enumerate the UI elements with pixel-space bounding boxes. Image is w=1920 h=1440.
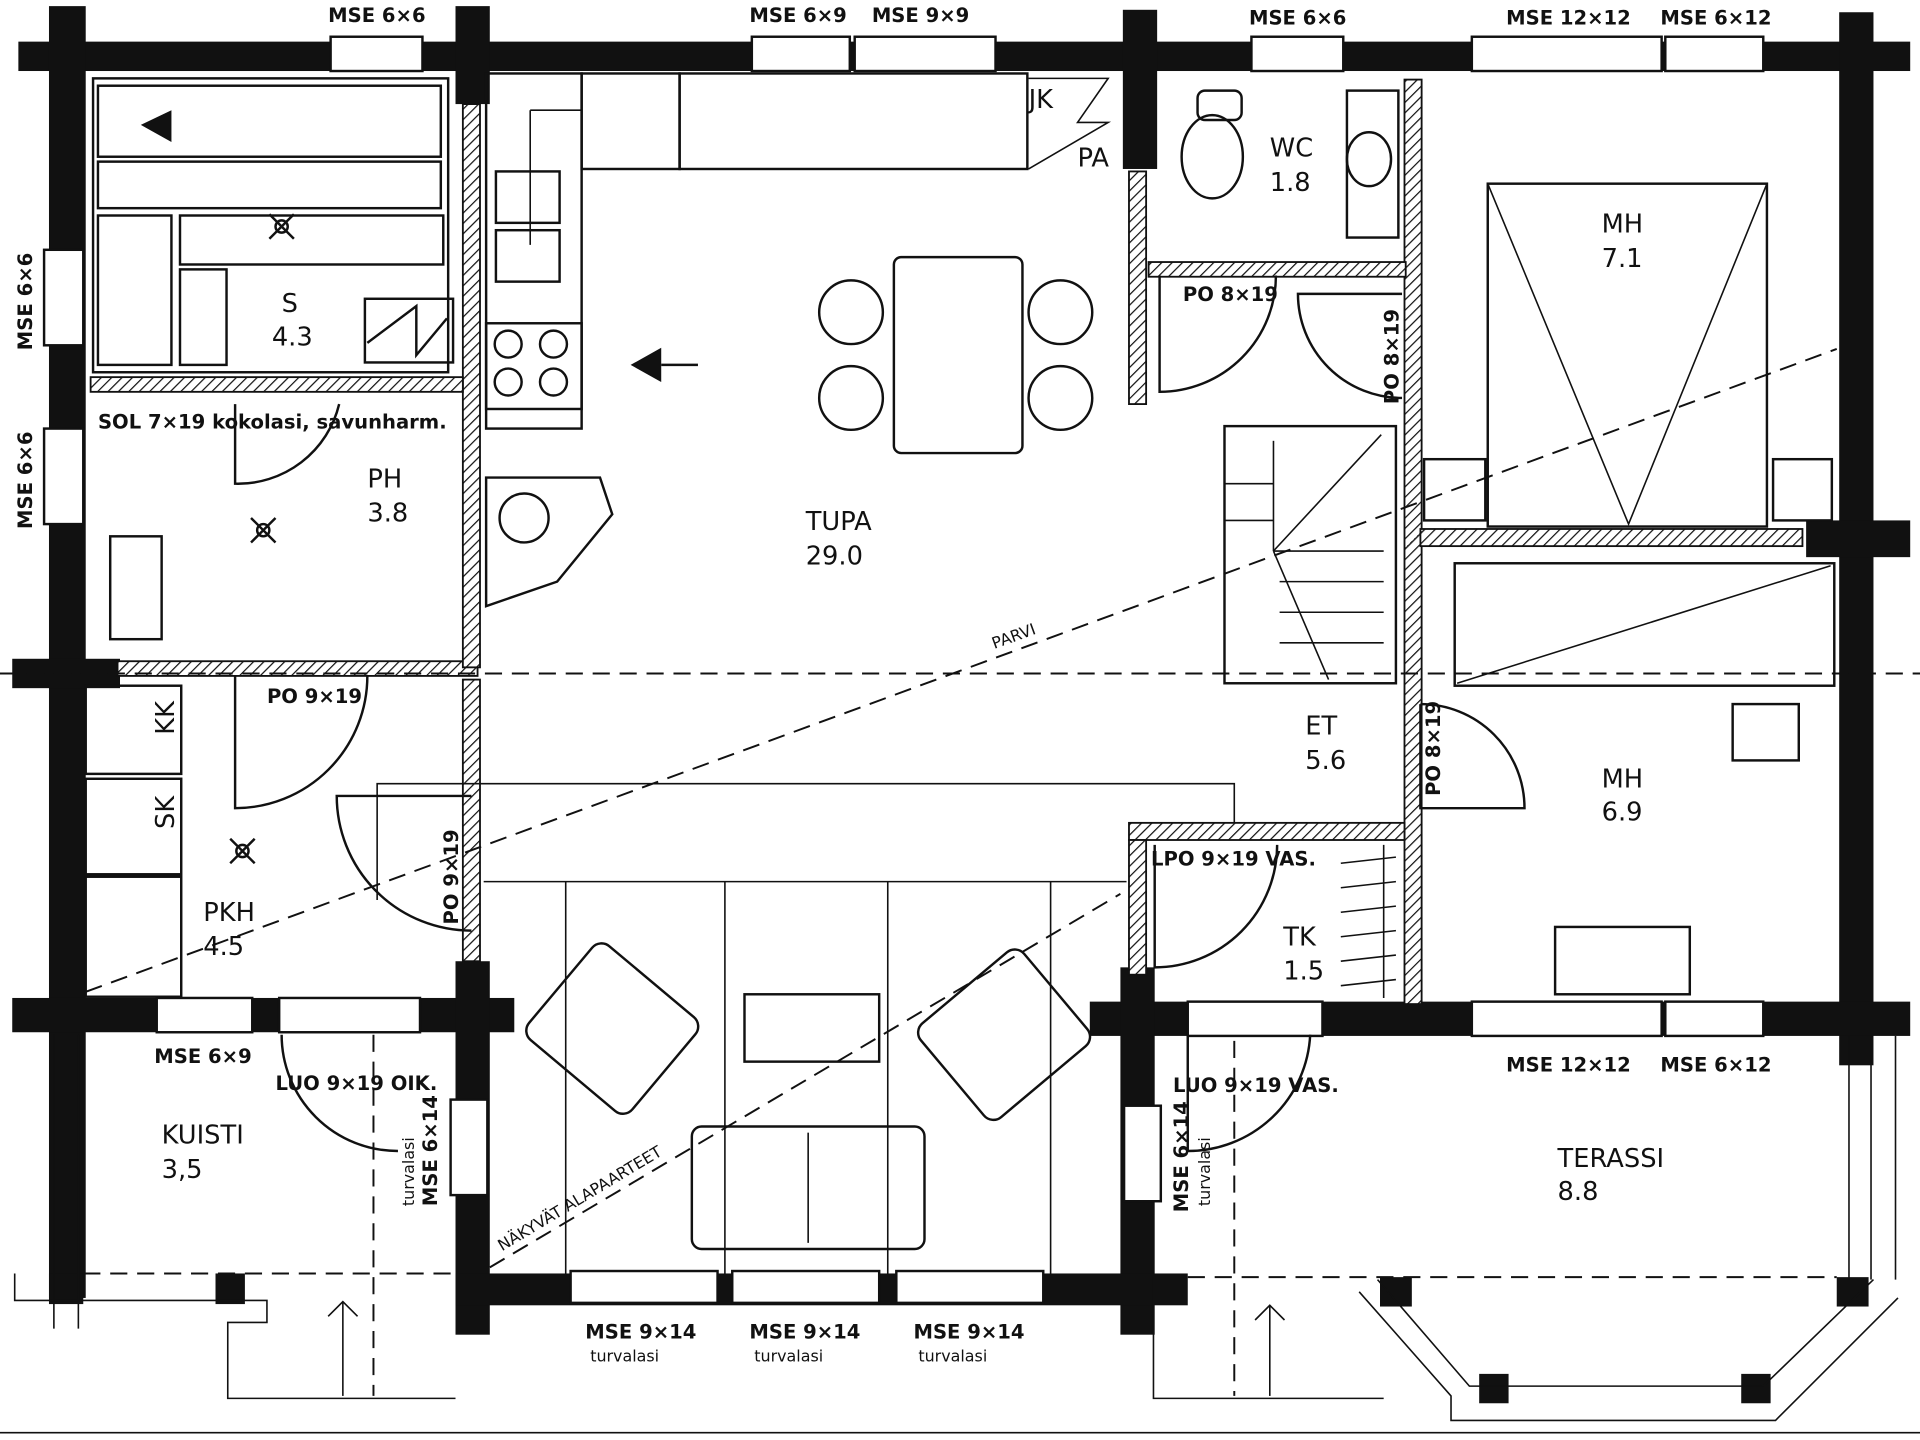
- room-kuisti-area: 3,5: [162, 1155, 203, 1185]
- living-furniture: [376, 782, 1236, 1274]
- window-label: MSE 9×14: [913, 1320, 1024, 1343]
- wc-fixtures: [1180, 89, 1400, 239]
- window-note: turvalasi: [1195, 1137, 1214, 1206]
- alapaarteet-label: NÄKYVÄT ALAPAARTEET: [494, 1142, 665, 1255]
- window-label: MSE 12×12: [1506, 1053, 1631, 1076]
- room-terassi-name: TERASSI: [1557, 1144, 1665, 1174]
- sauna-benches: [91, 77, 455, 641]
- entrance-arrows: [327, 1300, 1286, 1396]
- room-mh2-name: MH: [1602, 764, 1644, 794]
- storage-kk: KK: [151, 700, 181, 735]
- window-label: MSE 9×14: [585, 1320, 696, 1343]
- room-wc-area: 1.8: [1270, 168, 1311, 198]
- door-po-wc: PO 8×19: [1183, 283, 1278, 306]
- room-et-name: ET: [1305, 712, 1337, 742]
- terrace-outlines: [0, 1034, 1920, 1434]
- windows: [42, 35, 1765, 1305]
- window-label: MSE 6×6: [14, 432, 37, 529]
- window-label: MSE 12×12: [1506, 6, 1631, 29]
- door-luo-terassi: LUO 9×19 VAS.: [1173, 1074, 1339, 1097]
- door-po-ph: PO 9×19: [267, 685, 362, 708]
- sol-label: SOL 7×19 kokolasi, savunharm.: [98, 411, 447, 434]
- room-tk-name: TK: [1282, 922, 1317, 952]
- room-tk-area: 1.5: [1283, 957, 1324, 987]
- door-po-mh2: PO 8×19: [1422, 701, 1445, 796]
- window-label: MSE 6×9: [154, 1045, 251, 1068]
- room-pkh-name: PKH: [203, 898, 255, 928]
- room-tupa-name: TUPA: [805, 507, 872, 537]
- room-ph-area: 3.8: [367, 499, 408, 529]
- window-label: MSE 6×14: [1170, 1101, 1193, 1212]
- storage-pa: PA: [1078, 144, 1110, 174]
- parvi-label: PARVI: [989, 619, 1038, 652]
- door-po-mh1: PO 8×19: [1380, 309, 1403, 404]
- dashed-lines: [0, 348, 1920, 1269]
- room-wc-name: WC: [1270, 134, 1313, 164]
- beds: [1422, 182, 1836, 996]
- window-label: MSE 6×12: [1660, 6, 1771, 29]
- door-luo-kuisti: LUO 9×19 OIK.: [276, 1072, 438, 1095]
- closets: [84, 684, 183, 998]
- room-et-area: 5.6: [1305, 746, 1346, 776]
- kitchen: [484, 72, 1112, 608]
- window-label: MSE 6×14: [419, 1095, 442, 1206]
- room-s-area: 4.3: [272, 322, 313, 352]
- room-mh2-area: 6.9: [1602, 797, 1643, 827]
- window-label: MSE 6×6: [14, 253, 37, 350]
- door-labels: PO 9×19 PO 9×19 PO 8×19 PO 8×19 PO 8×19 …: [267, 283, 1445, 1097]
- window-label: MSE 6×6: [1249, 6, 1346, 29]
- window-label: MSE 6×6: [328, 4, 425, 27]
- window-label: MSE 6×9: [749, 4, 846, 27]
- storage-sk: SK: [151, 795, 181, 829]
- room-mh1-area: 7.1: [1602, 244, 1643, 274]
- doors: [233, 275, 1526, 1153]
- light-icons: [229, 213, 295, 865]
- window-label: MSE 9×14: [749, 1320, 860, 1343]
- window-note: turvalasi: [590, 1347, 659, 1366]
- wardrobe: [1340, 844, 1397, 998]
- room-ph-name: PH: [367, 464, 402, 494]
- stairs: [1223, 424, 1398, 685]
- window-note: turvalasi: [918, 1347, 987, 1366]
- room-labels: S 4.3 PH 3.8 TUPA 29.0 WC 1.8 MH 7.1 ET …: [151, 85, 1664, 1207]
- window-note: turvalasi: [754, 1347, 823, 1366]
- door-po-pkh: PO 9×19: [440, 829, 463, 924]
- window-note: turvalasi: [399, 1137, 418, 1206]
- storage-jk: JK: [1027, 85, 1055, 115]
- room-terassi-area: 8.8: [1558, 1177, 1599, 1207]
- room-tupa-area: 29.0: [806, 541, 863, 571]
- door-lpo-tk: LPO 9×19 VAS.: [1151, 848, 1316, 871]
- room-pkh-area: 4.5: [203, 932, 244, 962]
- window-label: MSE 9×9: [872, 4, 969, 27]
- window-labels: MSE 6×6 MSE 6×9 MSE 9×9 MSE 6×6 MSE 12×1…: [14, 4, 1772, 1366]
- room-mh1-name: MH: [1602, 210, 1644, 240]
- room-s-name: S: [282, 289, 298, 319]
- room-kuisti-name: KUISTI: [162, 1121, 244, 1151]
- window-label: MSE 6×12: [1660, 1053, 1771, 1076]
- dining-table: [630, 255, 1094, 455]
- walls: [12, 6, 1911, 1404]
